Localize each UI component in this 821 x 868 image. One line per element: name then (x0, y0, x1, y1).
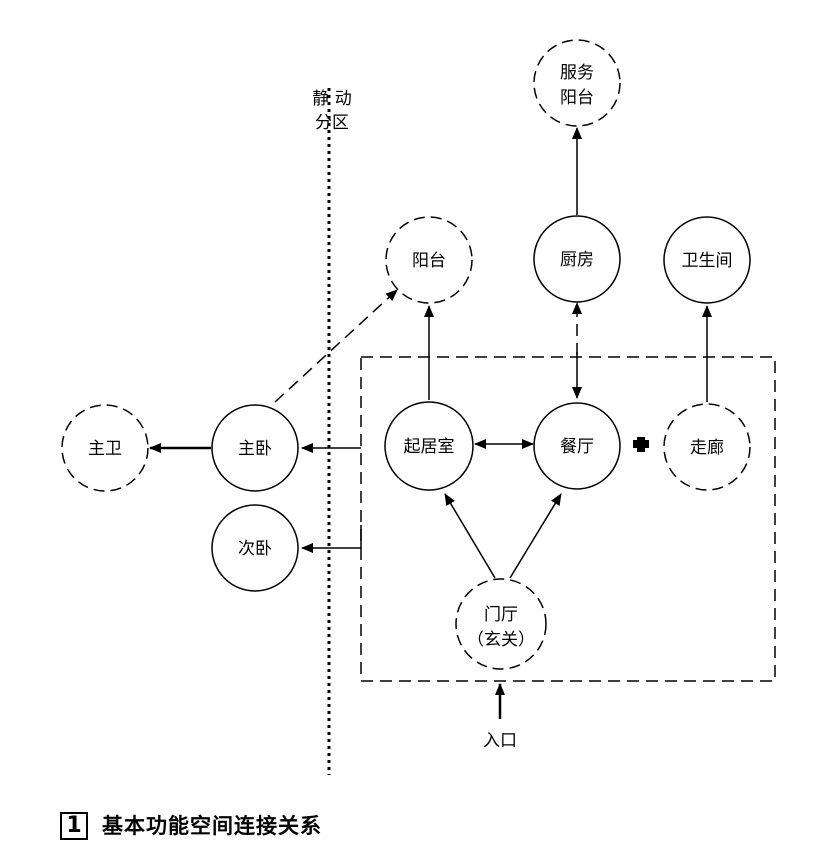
node-balcony-label: 阳台 (412, 251, 446, 271)
node-master-bedroom: 主卧 (211, 404, 299, 492)
node-master-bath: 主卫 (61, 404, 149, 492)
entrance-label: 入口 (483, 731, 517, 751)
node-second-bedroom-label: 次卧 (238, 539, 272, 559)
node-foyer-label-2: （玄关） (467, 630, 535, 650)
node-service-balcony-label-2: 阳台 (560, 88, 594, 108)
node-kitchen: 厨房 (533, 215, 621, 303)
node-foyer-label-1: 门厅 (484, 605, 518, 625)
caption-title: 基本功能空间连接关系 (102, 814, 322, 838)
edge-public-to-second-bedroom (301, 525, 362, 553)
public-zone-boundary (360, 356, 776, 682)
node-balcony: 阳台 (385, 216, 473, 304)
node-bathroom: 卫生间 (663, 216, 751, 304)
node-service-balcony: 服务 阳台 (533, 39, 621, 127)
zoning-label-line2: 分区 (315, 113, 349, 133)
node-master-bath-label: 主卫 (88, 439, 122, 459)
node-living-room-label: 起居室 (404, 437, 455, 457)
node-living-room: 起居室 (384, 401, 474, 491)
node-service-balcony-label-1: 服务 (560, 63, 594, 83)
node-dining: 餐厅 (533, 402, 621, 490)
node-kitchen-label: 厨房 (560, 250, 594, 270)
edge-master-bedroom-to-balcony (274, 289, 398, 403)
node-corridor-label: 走廊 (690, 438, 724, 458)
edge-foyer-to-living (444, 493, 496, 579)
edge-foyer-to-dining (509, 493, 562, 579)
node-second-bedroom: 次卧 (211, 504, 299, 592)
node-foyer: 门厅 （玄关） (455, 578, 547, 670)
node-master-bedroom-label: 主卧 (238, 439, 272, 459)
zoning-label-line1: 静 动 (312, 89, 351, 109)
node-corridor: 走廊 (663, 403, 751, 491)
caption-number-box: 1 (60, 812, 88, 840)
node-bathroom-label: 卫生间 (682, 251, 733, 271)
node-dining-label: 餐厅 (560, 437, 594, 457)
plus-sign (633, 437, 649, 452)
